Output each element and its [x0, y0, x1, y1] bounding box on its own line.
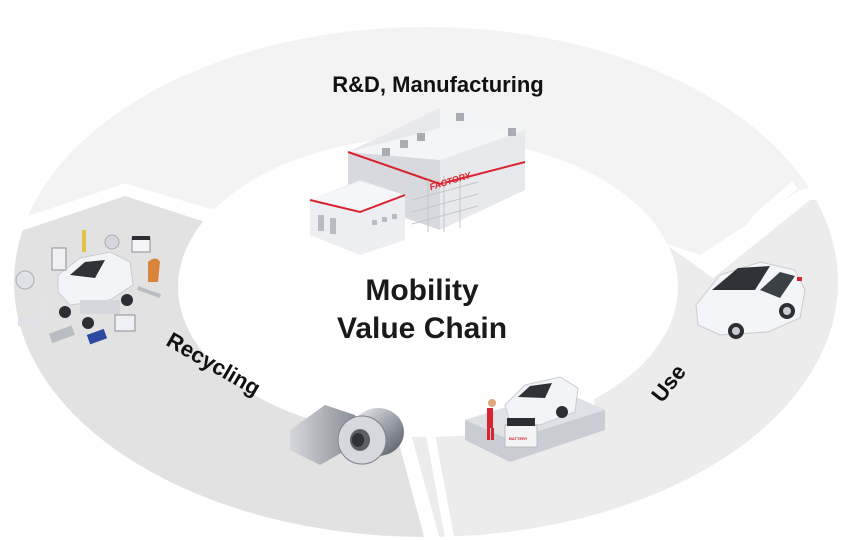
factory-icon: FACTORY [309, 108, 526, 255]
battery-service-icon: BATTERY [465, 376, 605, 462]
arrow-gap-top-right [731, 181, 798, 248]
diagram-title-line2: Value Chain [336, 312, 508, 345]
arrow-gap-left [23, 183, 217, 227]
svg-text:BATTERY: BATTERY [509, 436, 528, 441]
disassembled-car-parts-icon [15, 230, 161, 345]
diagram-title-line1: Mobility [365, 274, 479, 307]
stage-label-rd-manufacturing: R&D, Manufacturing [332, 72, 543, 97]
metal-ingots-coil-icon [290, 405, 404, 465]
center-hub [178, 137, 678, 437]
car-icon [695, 261, 806, 339]
